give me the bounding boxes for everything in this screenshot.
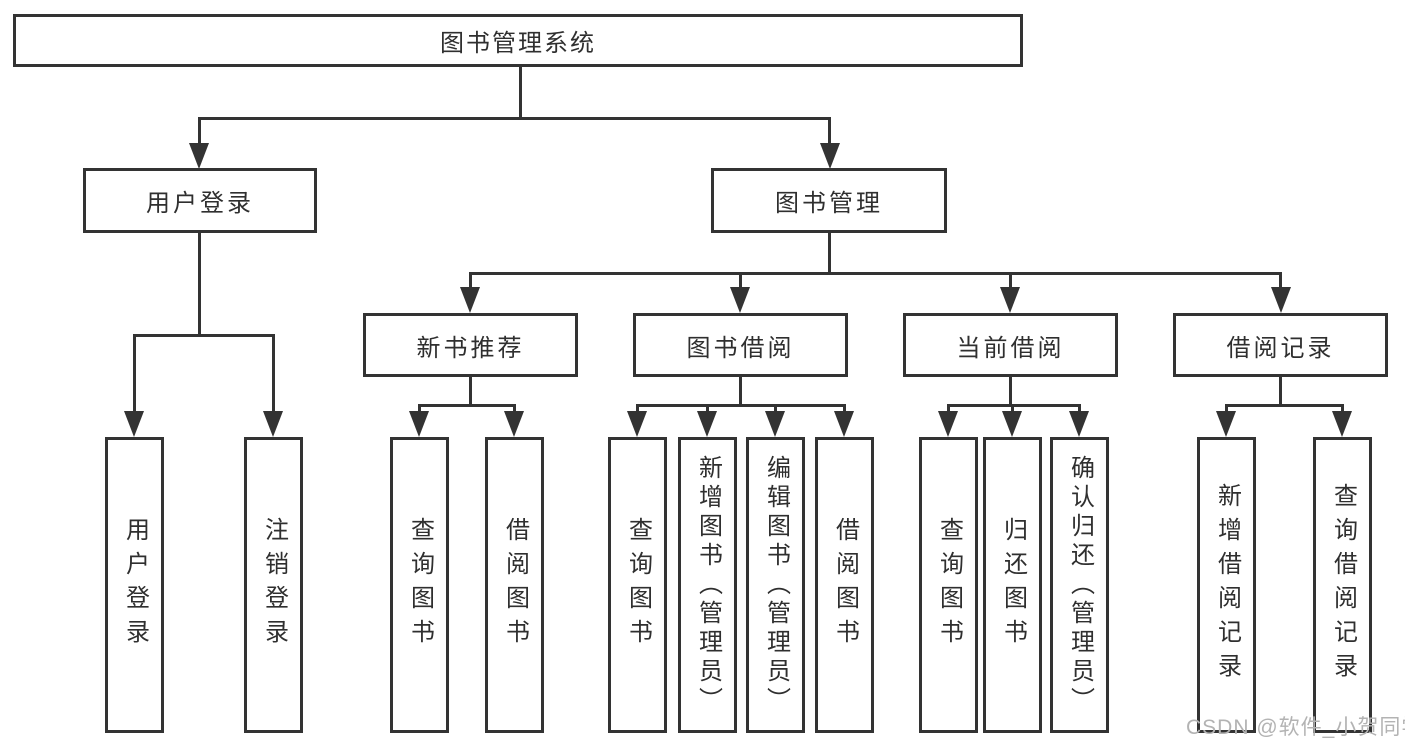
arrowhead-down-icon (697, 411, 717, 437)
connector-line (133, 334, 136, 414)
csdn-watermark: CSDN @软件_小贺同学 (1186, 716, 1405, 739)
node-user-login: 用户登录 (83, 168, 317, 233)
node-book-borrow: 图书借阅 (633, 313, 848, 377)
arrowhead-down-icon (938, 411, 958, 437)
arrowhead-down-icon (765, 411, 785, 437)
node-current-borrow-leaf-1: 归还图书 (983, 437, 1042, 733)
connector-line (774, 404, 777, 416)
arrowhead-down-icon (1002, 411, 1022, 437)
node-book-borrow-leaf-0: 查询图书 (608, 437, 667, 733)
connector-line (843, 404, 846, 416)
connector-line (1225, 404, 1228, 416)
connector-line (828, 232, 831, 274)
connector-line (198, 117, 201, 146)
connector-line (1279, 377, 1282, 406)
arrowhead-down-icon (820, 143, 840, 169)
connector-line (469, 272, 472, 292)
connector-line (739, 272, 742, 292)
node-new-books: 新书推荐 (363, 313, 578, 377)
connector-line (1009, 272, 1012, 292)
arrowhead-down-icon (460, 287, 480, 313)
connector-line (1009, 377, 1012, 406)
node-current-borrow: 当前借阅 (903, 313, 1118, 377)
connector-line (1011, 404, 1014, 416)
connector-line (469, 377, 472, 406)
connector-line (636, 404, 639, 416)
node-borrow-records-leaf-0: 新增借阅记录 (1197, 437, 1256, 733)
node-book-borrow-leaf-1: 新增图书（管理员） (678, 437, 737, 733)
node-root: 图书管理系统 (13, 14, 1023, 67)
connector-line (1078, 404, 1081, 416)
connector-line (706, 404, 709, 416)
node-user-login-leaf-1: 注销登录 (244, 437, 303, 733)
node-current-borrow-leaf-0: 查询图书 (919, 437, 978, 733)
arrowhead-down-icon (1216, 411, 1236, 437)
connector-line (418, 404, 421, 416)
node-borrow-records: 借阅记录 (1173, 313, 1388, 377)
node-book-borrow-leaf-3: 借阅图书 (815, 437, 874, 733)
connector-line (519, 66, 522, 118)
arrowhead-down-icon (730, 287, 750, 313)
node-user-login-leaf-0: 用户登录 (105, 437, 164, 733)
node-book-borrow-leaf-2: 编辑图书（管理员） (746, 437, 805, 733)
connector-line (418, 404, 516, 407)
connector-line (739, 377, 742, 406)
node-book-management: 图书管理 (711, 168, 947, 233)
connector-line (198, 117, 831, 120)
connector-line (1225, 404, 1344, 407)
arrowhead-down-icon (1000, 287, 1020, 313)
connector-line (947, 404, 1081, 407)
connector-line (947, 404, 950, 416)
arrowhead-down-icon (124, 411, 144, 437)
connector-line (828, 117, 831, 146)
connector-line (1341, 404, 1344, 416)
connector-line (513, 404, 516, 416)
connector-line (1279, 272, 1282, 292)
node-new-books-leaf-0: 查询图书 (390, 437, 449, 733)
arrowhead-down-icon (1069, 411, 1089, 437)
node-borrow-records-leaf-1: 查询借阅记录 (1313, 437, 1372, 733)
arrowhead-down-icon (627, 411, 647, 437)
arrowhead-down-icon (1271, 287, 1291, 313)
arrowhead-down-icon (409, 411, 429, 437)
connector-line (469, 272, 1282, 275)
arrowhead-down-icon (189, 143, 209, 169)
arrowhead-down-icon (1332, 411, 1352, 437)
arrowhead-down-icon (504, 411, 524, 437)
node-current-borrow-leaf-2: 确认归还（管理员） (1050, 437, 1109, 733)
arrowhead-down-icon (263, 411, 283, 437)
arrowhead-down-icon (834, 411, 854, 437)
connector-line (272, 334, 275, 414)
connector-line (198, 232, 201, 335)
connector-line (636, 404, 846, 407)
connector-line (133, 334, 275, 337)
node-new-books-leaf-1: 借阅图书 (485, 437, 544, 733)
